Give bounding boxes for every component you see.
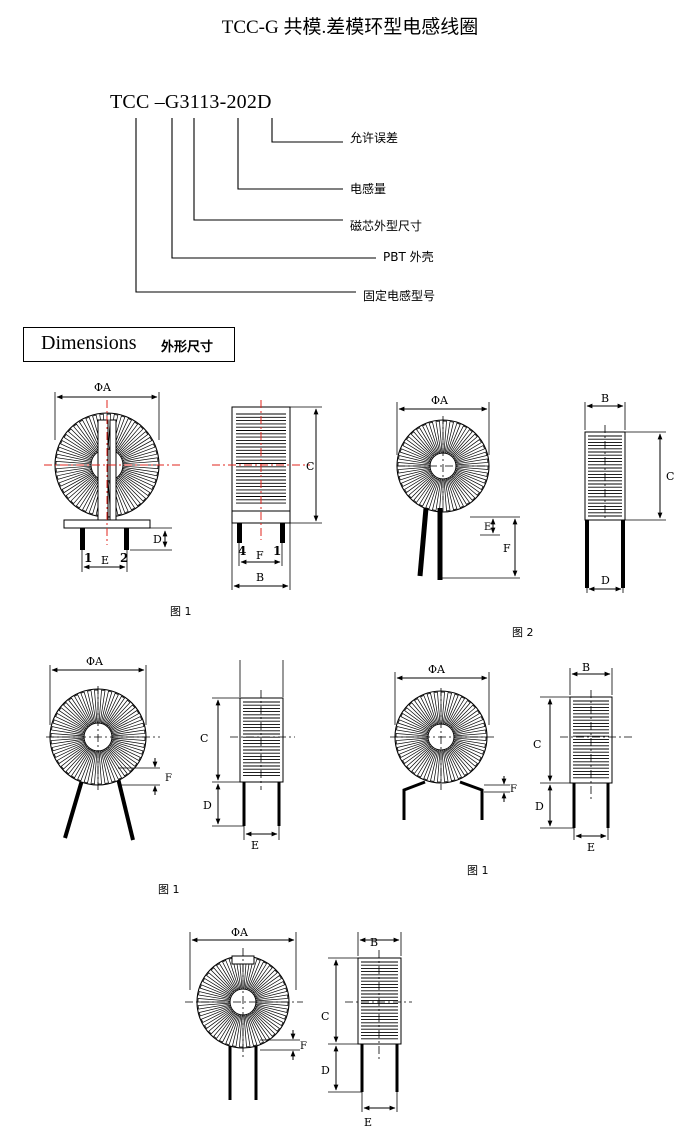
fig3-side-E: E (251, 839, 259, 852)
fig4-phiA: ΦA (428, 663, 446, 676)
fig2-side-D: D (601, 574, 610, 587)
fig1-E: E (101, 554, 109, 567)
fig2-phiA: ΦA (431, 394, 449, 407)
fig3-front-view (46, 665, 160, 841)
fig3-side-D: D (203, 799, 212, 812)
dimensions-en: Dimensions (41, 332, 137, 354)
fig5-side-C: C (321, 1010, 329, 1023)
callout-model: 固定电感型号 (363, 289, 436, 303)
fig5-side-D: D (321, 1064, 330, 1077)
part-number: TCC –G3113-202D (110, 91, 272, 113)
fig1-pin1: 1 (84, 551, 92, 565)
fig5-phiA: ΦA (231, 926, 249, 939)
fig5-F: F (300, 1041, 307, 1052)
callout-leaders (135, 118, 376, 293)
fig2-side-view (584, 402, 666, 593)
fig3-side-view (212, 660, 295, 840)
fig4-side-view (540, 668, 635, 840)
callout-core-size: 磁芯外型尺寸 (350, 219, 423, 233)
fig4-F: F (510, 784, 517, 795)
fig5-front-view (185, 932, 303, 1100)
figure-label-1: 图 1 (170, 605, 192, 618)
fig2-side-C: C (666, 470, 674, 483)
fig1-D: D (153, 533, 162, 546)
fig2-front-view (396, 402, 520, 580)
fig1-phiA: ΦA (94, 381, 112, 394)
fig3-phiA: ΦA (86, 655, 104, 668)
fig1-front-view (44, 392, 180, 572)
fig3-side-C: C (200, 732, 208, 745)
fig2-F: F (503, 542, 511, 555)
fig1-side-F: F (256, 549, 264, 562)
fig5-side-B: B (370, 936, 378, 949)
figure-label-3: 图 1 (158, 883, 180, 896)
callout-tolerance: 允许误差 (350, 131, 399, 145)
fig3-F: F (165, 773, 172, 784)
fig4-side-C: C (533, 738, 541, 751)
fig1-side-C: C (306, 460, 314, 473)
fig4-side-E: E (587, 841, 595, 854)
fig1-pin2: 2 (120, 551, 128, 565)
fig4-side-B: B (582, 661, 590, 674)
fig2-E: E (484, 522, 491, 533)
page-title: TCC-G 共模.差模环型电感线圈 (221, 17, 479, 38)
callout-pbt-case: PBT 外壳 (383, 250, 434, 264)
fig5-side-view (328, 932, 412, 1112)
fig1-side-view (212, 400, 322, 590)
fig4-side-D: D (535, 800, 544, 813)
dimensions-heading: Dimensions 外形尺寸 (23, 327, 235, 362)
fig1-side-pin1: 1 (273, 544, 281, 558)
fig1-side-pin4: 4 (238, 544, 246, 558)
dimensions-zh: 外形尺寸 (161, 340, 214, 355)
callout-inductance: 电感量 (350, 182, 387, 196)
fig2-side-B: B (601, 392, 609, 405)
fig4-front-view (390, 672, 510, 820)
fig5-side-E: E (364, 1116, 372, 1129)
figure-label-2: 图 2 (512, 626, 534, 639)
figure-label-4: 图 1 (467, 864, 489, 877)
fig1-side-B: B (256, 571, 264, 584)
